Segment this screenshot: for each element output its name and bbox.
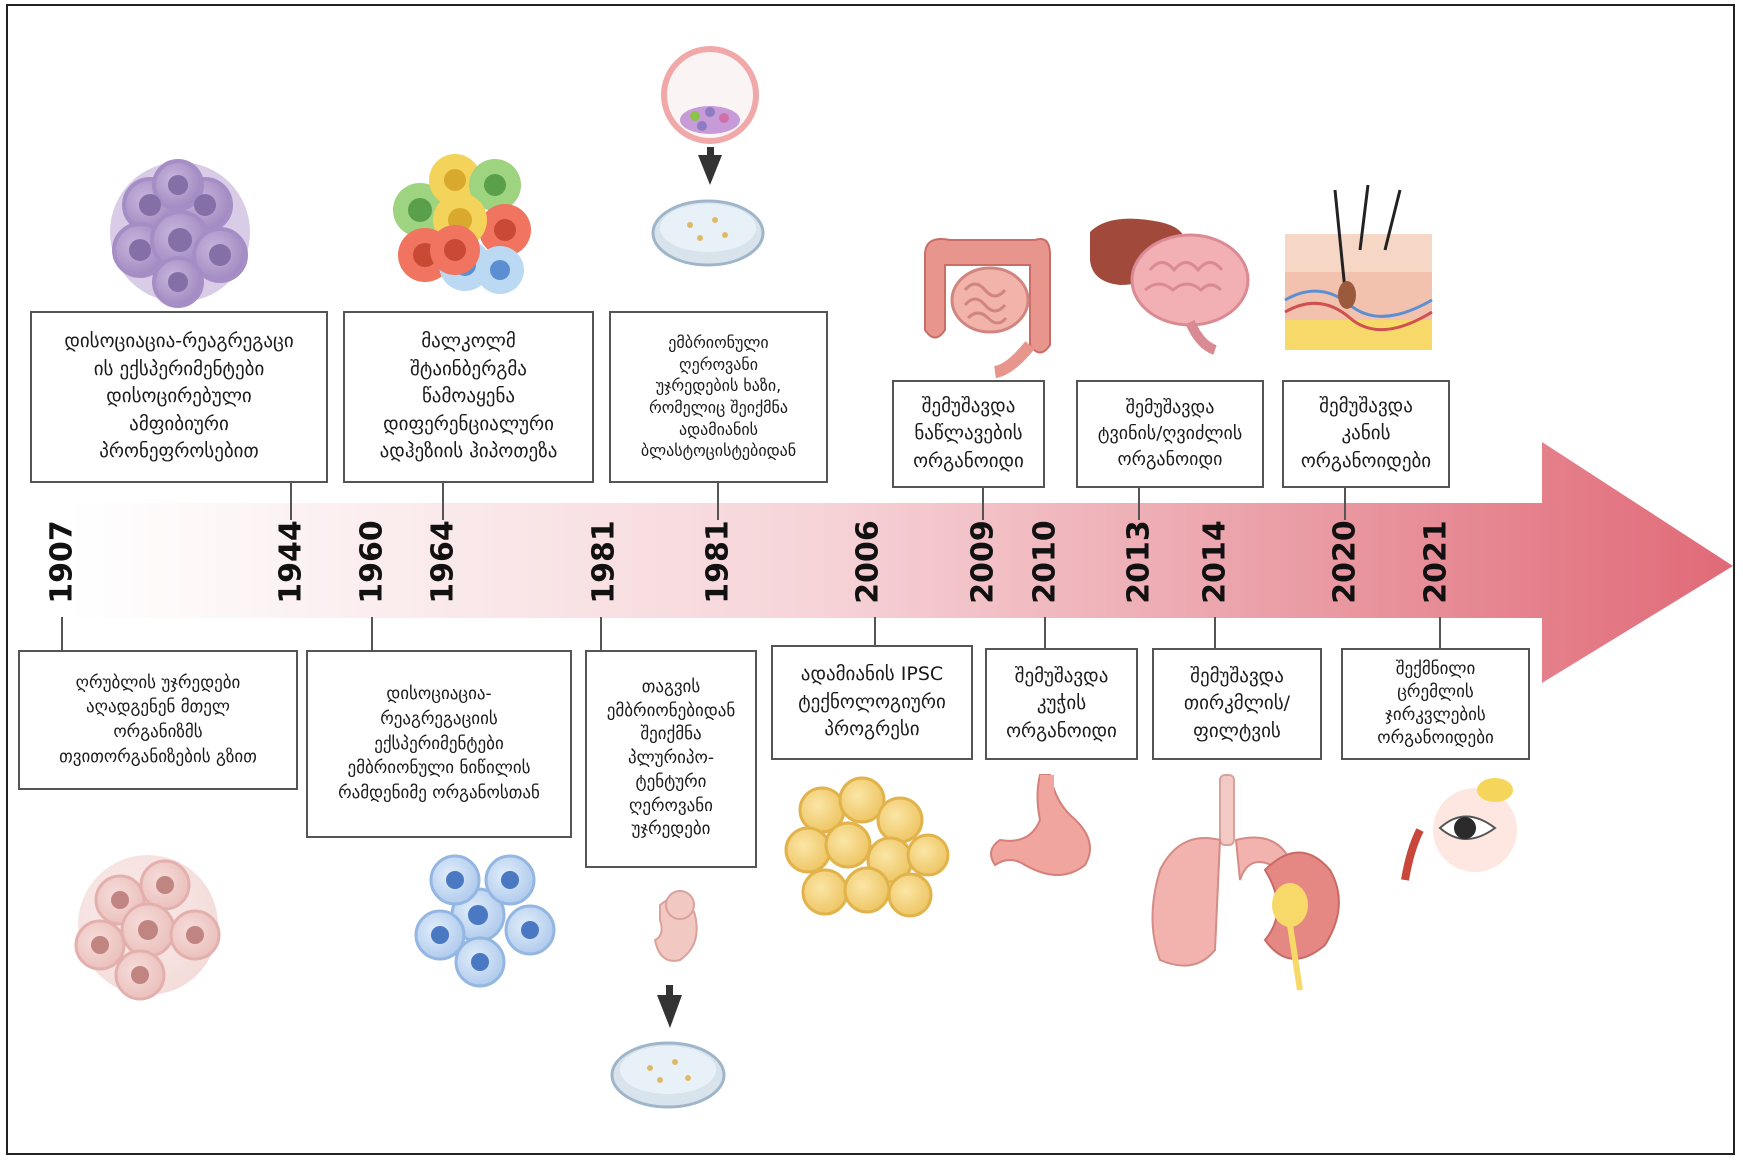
event-box-2020: შემუშავდა კანის ორგანოიდები [1282,380,1450,488]
down-arrow-icon-2 [657,985,682,1028]
event-box-1981-bottom: თაგვის ემბრიონებიდან შეიქმნა პლურიპო- ტე… [585,650,757,868]
event-box-1981-top: ემბრიონული ღეროვანი უჯრედების ხაზი, რომე… [609,311,828,483]
year-label-2021: 2021 [1419,520,1454,604]
event-text-1944: დისოციაცია-რეაგრეგაცი ის ექსპერიმენტები … [64,328,293,466]
year-label-1981-a: 1981 [587,520,622,604]
event-text-2009: შემუშავდა ნაწლავების ორგანოიდი [913,393,1024,476]
event-box-2013: შემუშავდა ტვინის/ღვიძლის ორგანოიდი [1076,380,1264,488]
yellow-cell-cluster-icon [786,778,948,916]
year-label-2014: 2014 [1198,520,1233,604]
event-text-1981-bottom: თაგვის ემბრიონებიდან შეიქმნა პლურიპო- ტე… [607,676,736,843]
liver-brain-icon [1090,219,1248,350]
stomach-icon [991,775,1090,875]
year-label-2010: 2010 [1028,520,1063,604]
lung-kidney-icon [1153,775,1339,990]
event-text-2013: შემუშავდა ტვინის/ღვიძლის ორგანოიდი [1098,395,1243,473]
skin-icon [1285,185,1432,350]
blastocyst-icon [664,49,756,141]
event-text-1981-top: ემბრიონული ღეროვანი უჯრედების ხაზი, რომე… [641,332,796,462]
event-box-1964: მალკოლმ შტაინბერგმა წამოაყენა დიფერენცია… [343,311,594,483]
event-text-1907: ღრუბლის უჯრედები აღადგენენ მთელ ორგანიზმ… [59,671,257,770]
event-text-2014: შემუშავდა თირკმლის/ ფილტვის [1184,663,1290,746]
year-label-1964: 1964 [426,520,461,604]
year-label-1944: 1944 [274,520,309,604]
year-label-1981-b: 1981 [701,520,736,604]
pink-cell-cluster-icon [76,855,219,999]
year-label-1960: 1960 [355,520,390,604]
eye-icon [1405,778,1517,880]
year-label-2009: 2009 [966,520,1001,604]
petri-dish-icon [653,201,763,265]
event-text-1960: დისოციაცია- რეაგრეგაციის ექსპერიმენტები … [338,682,540,805]
event-box-2006: ადამიანის IPSC ტექნოლოგიური პროგრესი [771,645,973,760]
event-box-2009: შემუშავდა ნაწლავების ორგანოიდი [892,380,1045,488]
event-box-2021: შექმნილი ცრემლის ჯირკვლების ორგანოიდები [1341,648,1530,760]
intestine-icon [925,239,1050,372]
event-text-2021: შექმნილი ცრემლის ჯირკვლების ორგანოიდები [1377,658,1494,750]
event-text-2020: შემუშავდა კანის ორგანოიდები [1301,393,1431,476]
embryo-icon [655,891,697,961]
petri-dish-icon-2 [612,1043,724,1107]
event-box-1907: ღრუბლის უჯრედები აღადგენენ მთელ ორგანიზმ… [18,650,298,790]
year-label-2013: 2013 [1122,520,1157,604]
mixed-cell-cluster-icon [393,154,531,294]
event-box-2014: შემუშავდა თირკმლის/ ფილტვის [1152,648,1322,760]
event-box-1960: დისოციაცია- რეაგრეგაციის ექსპერიმენტები … [306,650,572,838]
year-label-2020: 2020 [1328,520,1363,604]
down-arrow-icon [698,147,722,185]
year-label-2006: 2006 [851,520,886,604]
blue-cell-cluster-icon [416,856,554,986]
year-label-1907: 1907 [45,520,80,604]
event-box-1944: დისოციაცია-რეაგრეგაცი ის ექსპერიმენტები … [30,311,328,483]
event-text-2006: ადამიანის IPSC ტექნოლოგიური პროგრესი [798,661,946,744]
event-text-1964: მალკოლმ შტაინბერგმა წამოაყენა დიფერენცია… [380,328,558,466]
event-box-2010: შემუშავდა კუჭის ორგანოიდი [985,648,1138,760]
purple-cell-cluster-icon [110,161,250,306]
event-text-2010: შემუშავდა კუჭის ორგანოიდი [1006,663,1117,746]
